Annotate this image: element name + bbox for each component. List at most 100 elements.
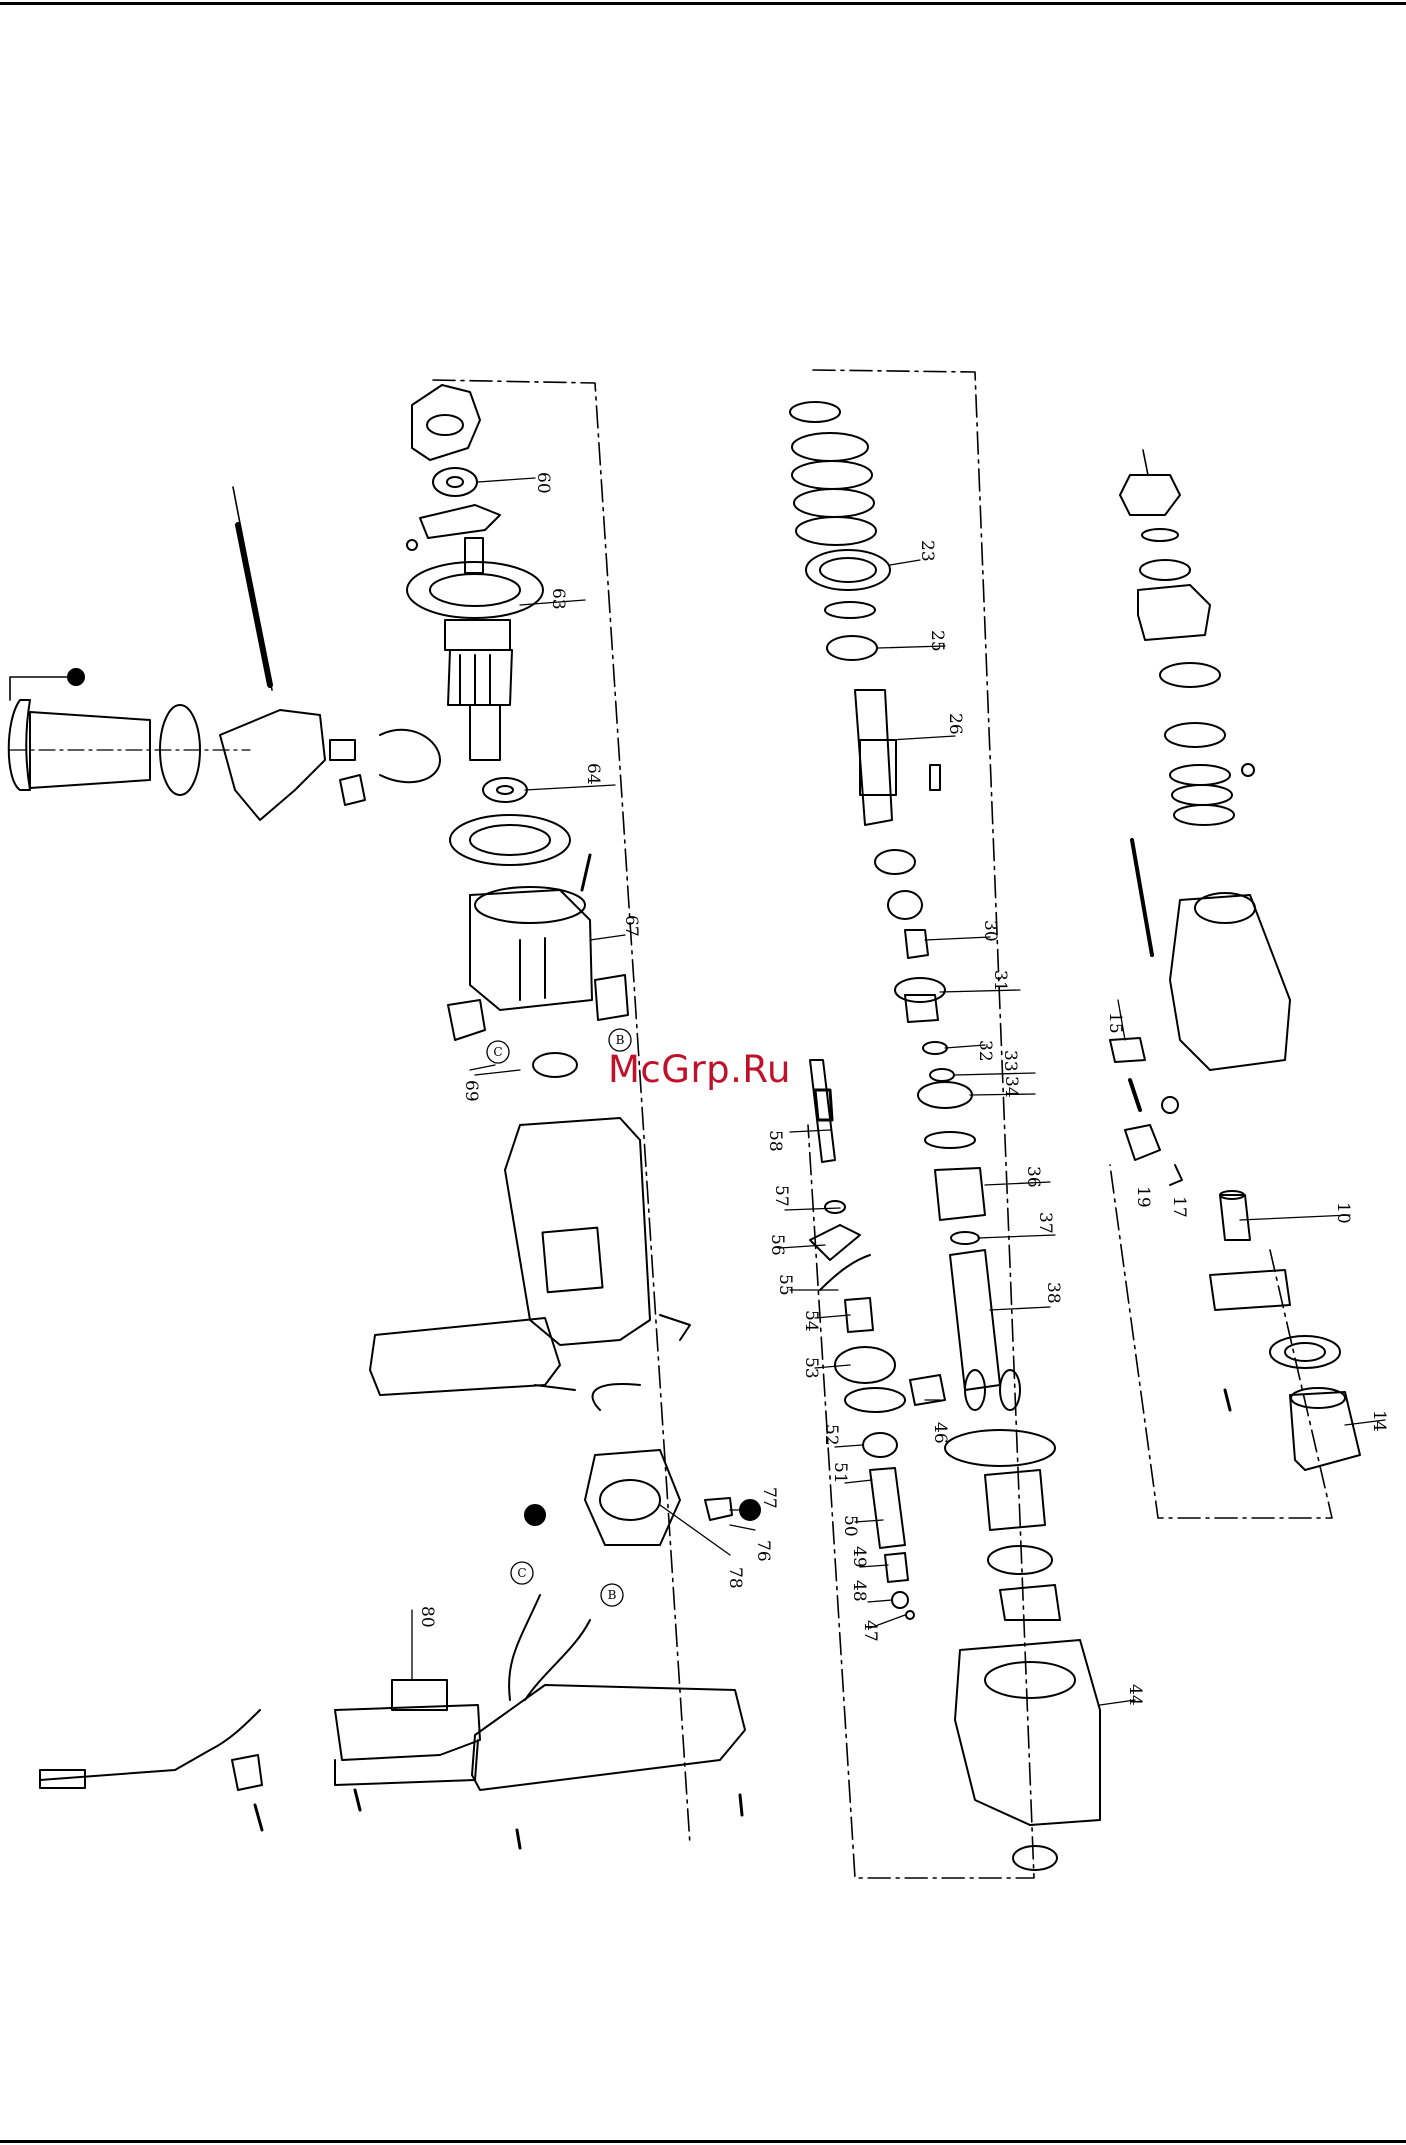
label-64: 64 (583, 763, 603, 785)
sleeve (985, 1470, 1045, 1530)
part-19 (1125, 1125, 1160, 1160)
motor-housing (505, 1118, 650, 1345)
gasket (450, 815, 570, 865)
label-56: 56 (767, 1234, 787, 1256)
part-37 (951, 1232, 979, 1244)
part-23-gear (806, 550, 890, 590)
label-46: 46 (930, 1422, 950, 1444)
part-number-labels: 60 63 64 67 69 23 25 26 30 31 32 33 34 3… (417, 472, 1389, 1706)
label-53: 53 (801, 1357, 821, 1379)
label-25: 25 (927, 630, 947, 652)
label-10: 10 (1333, 1202, 1353, 1224)
seal-plate (1210, 1270, 1290, 1310)
part-33 (930, 1069, 954, 1081)
label-78: 78 (725, 1567, 745, 1589)
label-23: 23 (917, 540, 937, 562)
depth-clamp (220, 710, 325, 820)
connector-b-upper: B (616, 1033, 625, 1047)
label-19: 19 (1133, 1186, 1153, 1208)
chuck-sleeve (1138, 585, 1210, 640)
label-52: 52 (821, 1424, 841, 1446)
part-52 (863, 1433, 897, 1457)
part-30 (905, 930, 928, 958)
label-17: 17 (1169, 1196, 1189, 1218)
part-60-cap (412, 385, 480, 460)
label-54: 54 (801, 1310, 821, 1332)
label-76: 76 (753, 1540, 773, 1562)
label-47: 47 (860, 1620, 880, 1642)
label-26: 26 (945, 713, 965, 735)
label-63: 63 (548, 588, 568, 610)
label-48: 48 (849, 1580, 869, 1602)
label-55: 55 (775, 1274, 795, 1296)
brush-holder-right (595, 975, 628, 1020)
motor-assembly (40, 385, 760, 1848)
connector-b-lower: B (608, 1588, 617, 1602)
label-31: 31 (990, 970, 1010, 992)
label-37: 37 (1035, 1212, 1055, 1234)
leader-lines (412, 478, 1385, 1705)
label-51: 51 (830, 1462, 850, 1484)
hammer-mechanism (790, 402, 1100, 1870)
label-67: 67 (621, 915, 641, 937)
brush-holder-left (448, 1000, 485, 1040)
connector-c-lower: C (517, 1566, 526, 1580)
label-60: 60 (533, 472, 553, 494)
label-80: 80 (417, 1606, 437, 1628)
part-49 (885, 1553, 908, 1582)
label-34: 34 (1001, 1076, 1021, 1098)
part-14-bush (1290, 1392, 1360, 1470)
carbon-brush-left (525, 1505, 545, 1525)
part-56-lever (810, 1225, 860, 1260)
side-handle (9, 487, 440, 820)
cord-clamp (232, 1755, 262, 1790)
label-77: 77 (759, 1487, 779, 1509)
long-screw (1132, 840, 1152, 955)
label-30: 30 (980, 920, 1000, 942)
part-34 (918, 1082, 972, 1108)
part-63-fan (407, 562, 543, 618)
oring (945, 1430, 1055, 1466)
label-44: 44 (1125, 1684, 1145, 1706)
label-49: 49 (849, 1546, 869, 1568)
part-36 (935, 1168, 985, 1220)
clip (593, 1384, 640, 1410)
connector-c-upper: C (493, 1045, 502, 1059)
part-69-bearing (533, 1053, 577, 1077)
handle-half-upper (370, 1318, 560, 1395)
part-63-armature (448, 650, 512, 705)
label-69: 69 (461, 1080, 481, 1102)
watermark: McGrp.Ru (608, 1048, 791, 1091)
wire-b (525, 1620, 590, 1700)
wire-c (509, 1595, 540, 1700)
part-31 (895, 978, 945, 1002)
part-80-switch (335, 1705, 480, 1760)
handle-grip-end (9, 700, 30, 790)
part-17 (1170, 1165, 1182, 1185)
handle-half-lower (472, 1685, 745, 1790)
part-67-stator (470, 890, 592, 1010)
bush (1270, 1336, 1340, 1368)
u-clip (1000, 1585, 1060, 1620)
part-60-bearing (433, 468, 477, 496)
clamp-band (380, 730, 440, 782)
label-50: 50 (840, 1515, 860, 1537)
label-38: 38 (1043, 1282, 1063, 1304)
plate (420, 505, 500, 538)
chuck-spring (1170, 765, 1234, 825)
part-57 (825, 1201, 845, 1213)
part-51-50-pinion (870, 1468, 905, 1548)
part-77 (705, 1498, 732, 1520)
label-14: 14 (1369, 1410, 1389, 1432)
part-25 (827, 636, 877, 660)
part-64-bearing (483, 778, 527, 802)
dust-cap (1120, 475, 1180, 515)
connector-markers (487, 1029, 631, 1606)
label-57: 57 (771, 1185, 791, 1207)
chuck-assembly (1110, 450, 1360, 1470)
label-32: 32 (975, 1040, 995, 1062)
front-housing (1170, 895, 1290, 1070)
part-23-spring (792, 433, 876, 545)
part-32 (923, 1042, 947, 1054)
